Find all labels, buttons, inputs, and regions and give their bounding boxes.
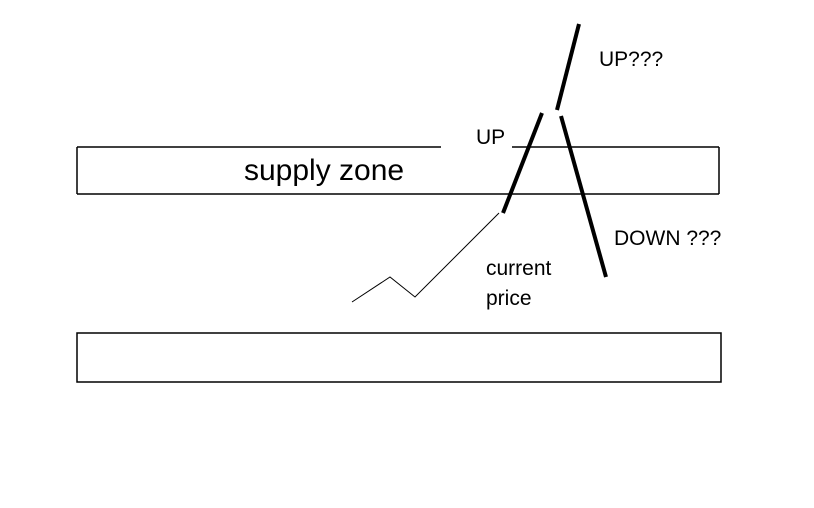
supply-zone-label: supply zone [244, 154, 405, 187]
up-label: UP [476, 126, 506, 149]
current-price-label: current price [486, 254, 551, 314]
up-question-label: UP??? [599, 48, 664, 71]
down-projection-line [559, 115, 608, 278]
up-question-projection-line [555, 23, 581, 111]
up-projection-line [501, 112, 544, 214]
current-price-label-line2: price [486, 287, 532, 310]
price-history-line [351, 212, 500, 303]
lower-zone-box [76, 332, 722, 383]
down-question-label: DOWN ??? [614, 227, 722, 250]
supply-zone-box [76, 146, 720, 195]
current-price-label-line1: current [486, 257, 552, 280]
